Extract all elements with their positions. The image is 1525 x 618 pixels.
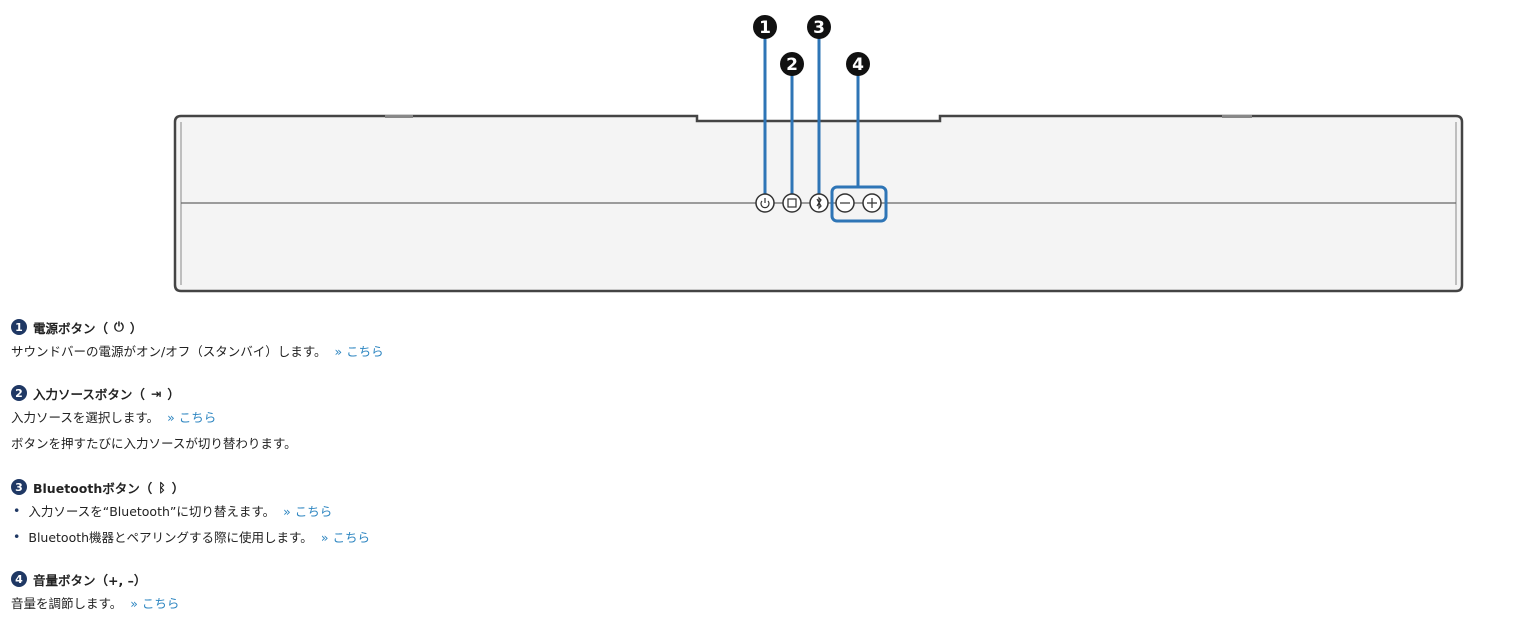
number-badge: 1 [11,319,27,335]
bluetooth-icon: ᛒ [158,479,166,495]
volume-highlight [830,185,888,223]
link-more[interactable]: こちら [321,527,370,546]
section-title: 入力ソースボタン（ [33,386,145,402]
callout-4-label: 4 [852,55,864,75]
callout-2 [780,52,804,76]
number-badge: 2 [11,385,27,401]
link-more[interactable]: こちら [283,501,333,520]
section-title: Bluetoothボタン（ [33,480,153,496]
input-button [782,193,802,213]
callout-1 [753,15,777,39]
number-badge: 3 [11,479,27,495]
callout-4 [846,52,870,76]
number-badge: 4 [11,571,27,587]
callout-3 [807,15,831,39]
link-more[interactable]: こちら [130,593,180,612]
section-title: 音量ボタン（+, –） [33,572,147,588]
power-icon: ⏻ [114,319,124,334]
callout-3-label: 3 [813,18,825,38]
link-more[interactable]: こちら [167,407,217,426]
soundbar-diagram: 1 2 3 4 [173,15,1464,293]
link-more[interactable]: こちら [334,341,384,360]
callout-2-label: 2 [786,55,798,75]
input-icon: ⇥ [150,385,162,401]
callout-1-label: 1 [759,18,771,38]
section-title: 電源ボタン（ [33,320,109,336]
